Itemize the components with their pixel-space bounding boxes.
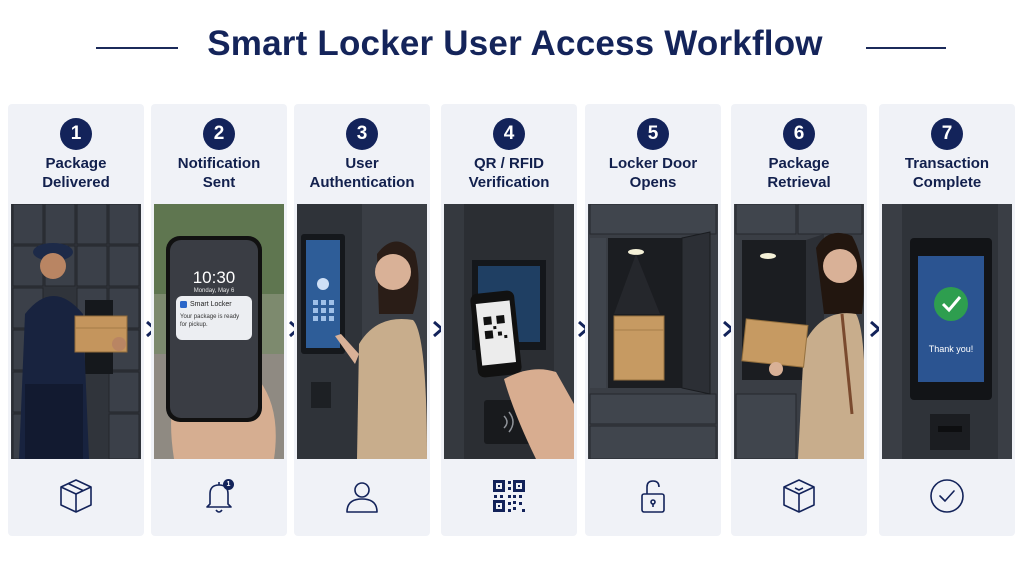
step-number: 1 <box>60 118 92 150</box>
package-icon <box>779 476 819 516</box>
page-title: Smart Locker User Access Workflow <box>207 24 823 63</box>
user-authentication-photo <box>297 204 427 459</box>
notification-message: Your package is ready for pickup. <box>180 313 239 329</box>
step-number: 6 <box>783 118 815 150</box>
check-circle-icon <box>927 476 967 516</box>
step-label-line1: QR / RFID <box>474 155 544 172</box>
notification-badge: 1 <box>223 479 234 490</box>
notification-message-line1: Your package is ready <box>180 314 240 320</box>
step-label-line2: Delivered <box>42 174 110 191</box>
phone-date: Monday, May 6 <box>193 288 235 294</box>
step-label-line2: Complete <box>912 174 982 191</box>
phone-time: 10:30 <box>192 268 236 287</box>
step-label: Locker Door Opens <box>585 154 721 192</box>
step-label-line1: Notification <box>177 155 261 172</box>
step-label: Transaction Complete <box>879 154 1015 192</box>
step-label-line2: Retrieval <box>767 174 831 191</box>
courier-delivery-photo <box>11 204 141 459</box>
qr-code-icon <box>489 476 529 516</box>
step-label-line1: Locker Door <box>608 155 698 172</box>
step-number: 4 <box>493 118 525 150</box>
package-icon <box>56 476 96 516</box>
step-6-card: 6 Package Retrieval <box>731 104 867 536</box>
phone-notification-photo: 10:30 Monday, May 6 Smart Locker Your pa… <box>154 204 284 459</box>
title-rule-left <box>96 47 178 49</box>
qr-scan-photo <box>444 204 574 459</box>
step-label-line1: Package <box>768 155 830 172</box>
step-number: 7 <box>931 118 963 150</box>
notification-message-line2: for pickup. <box>180 322 208 328</box>
notification-app-name: Smart Locker <box>190 301 232 308</box>
package-retrieval-photo <box>734 204 864 459</box>
step-label: User Authentication <box>294 154 430 192</box>
step-number: 5 <box>637 118 669 150</box>
step-label-line1: User <box>345 155 379 172</box>
open-locker-photo <box>588 204 718 459</box>
user-icon <box>342 476 382 516</box>
kiosk-complete-photo: Thank you! <box>882 204 1012 459</box>
title-rule-right <box>866 47 946 49</box>
step-label-line2: Sent <box>202 174 236 191</box>
step-label: QR / RFID Verification <box>441 154 577 192</box>
step-2-card: 2 Notification Sent 10:30 Monday, May 6 … <box>151 104 287 536</box>
kiosk-thank-you: Thank you! <box>928 344 974 354</box>
step-number: 2 <box>203 118 235 150</box>
step-1-card: 1 Package Delivered <box>8 104 144 536</box>
step-3-card: 3 User Authentication <box>294 104 430 536</box>
step-label-line1: Package <box>45 155 107 172</box>
step-label: Package Retrieval <box>731 154 867 192</box>
step-4-card: 4 QR / RFID Verification <box>441 104 577 536</box>
unlock-icon <box>633 476 673 516</box>
step-label: Notification Sent <box>151 154 287 192</box>
title-row: Smart Locker User Access Workflow <box>0 24 1030 68</box>
step-label: Package Delivered <box>8 154 144 192</box>
step-label-line2: Opens <box>629 174 677 191</box>
step-7-card: 7 Transaction Complete Thank you! <box>879 104 1015 536</box>
step-label-line1: Transaction <box>904 155 990 172</box>
bell-icon: 1 <box>199 476 239 516</box>
step-label-line2: Verification <box>468 174 550 191</box>
step-label-line2: Authentication <box>309 174 415 191</box>
step-5-card: 5 Locker Door Opens <box>585 104 721 536</box>
step-number: 3 <box>346 118 378 150</box>
